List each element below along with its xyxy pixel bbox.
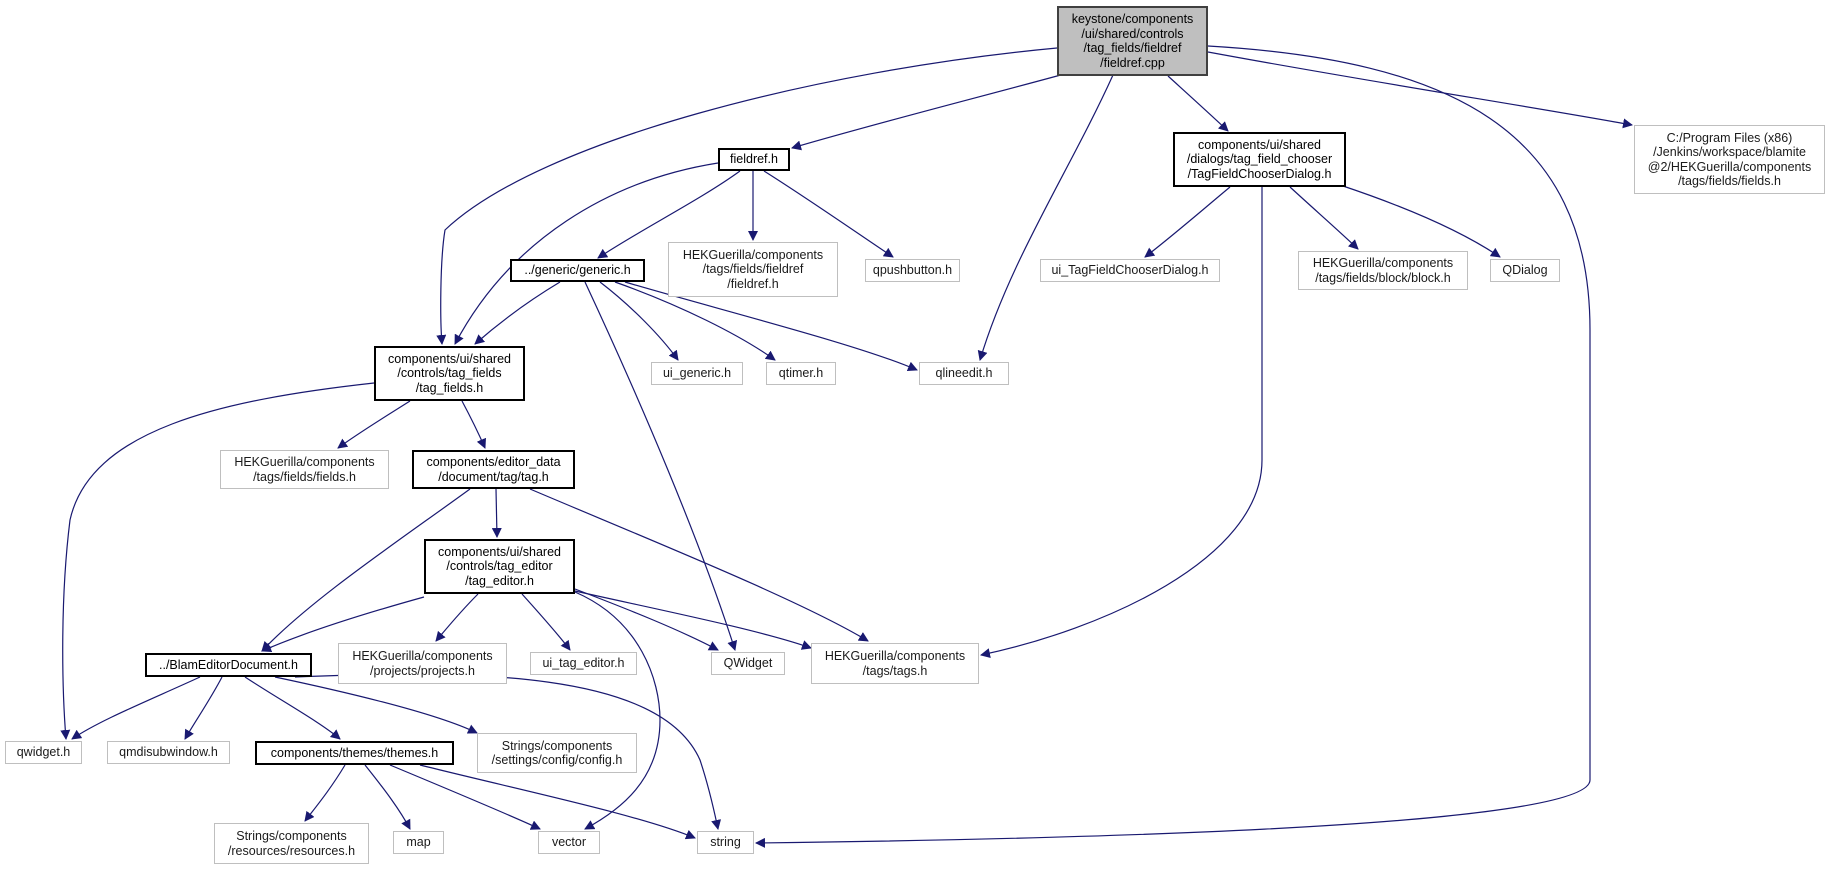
node-tag-h[interactable]: components/editor_data /document/tag/tag…	[412, 450, 575, 489]
node-tag-field-chooser-dialog-h[interactable]: components/ui/shared /dialogs/tag_field_…	[1173, 132, 1346, 187]
node-qwidget-class: QWidget	[711, 652, 785, 675]
node-blam-editor-document-h[interactable]: ../BlamEditorDocument.h	[145, 653, 312, 677]
node-qmdisubwindow-h: qmdisubwindow.h	[107, 741, 230, 764]
edge-chooser-to-hek-tags	[980, 187, 1263, 659]
edge-tag-fields-to-hek-fields	[337, 400, 411, 449]
edge-themes-to-map	[364, 764, 411, 830]
edge-chooser-to-hek-block	[1289, 186, 1359, 250]
edge-tag-editor-to-blam-doc	[261, 596, 425, 652]
node-ui-generic-h: ui_generic.h	[651, 362, 743, 385]
edge-cpp-to-qlineedit	[977, 74, 1114, 361]
edge-generic-to-qlineedit	[624, 281, 918, 371]
node-fieldref-h[interactable]: fieldref.h	[718, 148, 790, 171]
node-qtimer-h: qtimer.h	[766, 362, 836, 385]
edge-chooser-to-ui-dialog	[1144, 186, 1231, 258]
node-qpushbutton-h: qpushbutton.h	[865, 259, 960, 282]
node-hek-fields-h: HEKGuerilla/components /tags/fields/fiel…	[220, 450, 389, 489]
edge-tag-editor-to-hek-tags	[574, 590, 812, 650]
edge-tag-editor-to-vector	[574, 591, 661, 830]
node-qdialog: QDialog	[1490, 259, 1560, 282]
node-tag-fields-h[interactable]: components/ui/shared /controls/tag_field…	[374, 346, 525, 401]
edge-generic-to-tag-fields	[474, 281, 561, 345]
edge-tag-h-to-hek-tags	[529, 488, 869, 642]
edge-blam-doc-to-qwidget-h	[71, 676, 201, 740]
node-qlineedit-h: qlineedit.h	[919, 362, 1009, 385]
node-ui-tag-editor-h: ui_tag_editor.h	[530, 652, 637, 675]
node-fieldref-cpp: keystone/components /ui/shared/controls …	[1057, 6, 1208, 76]
edge-cpp-to-chooser-dialog	[1167, 75, 1229, 132]
edge-blam-doc-to-config	[274, 676, 478, 734]
edge-tag-fields-to-tag-h	[461, 400, 486, 449]
node-resources-h: Strings/components /resources/resources.…	[214, 823, 369, 864]
edge-tag-h-to-tag-editor	[491, 488, 502, 538]
edge-tag-editor-to-hek-projects	[435, 593, 479, 642]
edge-themes-to-vector	[389, 764, 541, 830]
edge-chooser-to-qdialog	[1339, 184, 1501, 258]
edge-themes-to-resources	[304, 764, 346, 822]
node-tag-editor-h[interactable]: components/ui/shared /controls/tag_edito…	[424, 539, 575, 594]
edge-tag-h-to-blam-doc	[261, 488, 471, 652]
node-qwidget-h: qwidget.h	[5, 741, 82, 764]
edge-tag-fields-to-qwidget-h	[60, 382, 375, 740]
edge-fieldref-to-generic	[597, 170, 741, 259]
node-program-files-fields-h: C:/Program Files (x86) /Jenkins/workspac…	[1634, 125, 1825, 194]
edge-generic-to-qtimer	[614, 281, 776, 361]
edge-generic-to-qwidget-class	[584, 281, 738, 651]
edge-generic-to-ui-generic	[599, 281, 679, 361]
edge-cpp-to-tag-fields	[436, 47, 1058, 345]
edge-fieldref-to-tag-fields	[454, 162, 719, 345]
node-map: map	[393, 831, 444, 854]
node-hek-projects-h: HEKGuerilla/components /projects/project…	[338, 643, 507, 684]
edge-tag-editor-to-ui-tag-editor	[521, 593, 571, 651]
edge-blam-doc-to-qmdisubwindow	[184, 676, 223, 740]
node-vector: vector	[538, 831, 600, 854]
node-themes-h[interactable]: components/themes/themes.h	[255, 741, 454, 765]
node-string: string	[697, 831, 754, 854]
node-config-h: Strings/components /settings/config/conf…	[477, 733, 637, 773]
edge-cpp-to-string	[755, 45, 1591, 848]
node-hek-fieldref-h: HEKGuerilla/components /tags/fields/fiel…	[668, 242, 838, 297]
edge-themes-to-string	[419, 764, 696, 840]
node-hek-block-h: HEKGuerilla/components /tags/fields/bloc…	[1298, 251, 1468, 290]
edge-fieldref-to-qpushbutton	[763, 170, 894, 258]
node-generic-h[interactable]: ../generic/generic.h	[510, 259, 645, 282]
edge-cpp-to-program-files	[1207, 51, 1633, 129]
node-hek-tags-h: HEKGuerilla/components /tags/tags.h	[811, 643, 979, 684]
node-ui-tagfieldchooserdialog-h: ui_TagFieldChooserDialog.h	[1040, 259, 1220, 282]
edge-tag-editor-to-qwidget-class	[574, 588, 719, 651]
edge-blam-doc-to-themes	[244, 676, 341, 740]
edge-cpp-to-fieldref-h	[791, 66, 1091, 151]
